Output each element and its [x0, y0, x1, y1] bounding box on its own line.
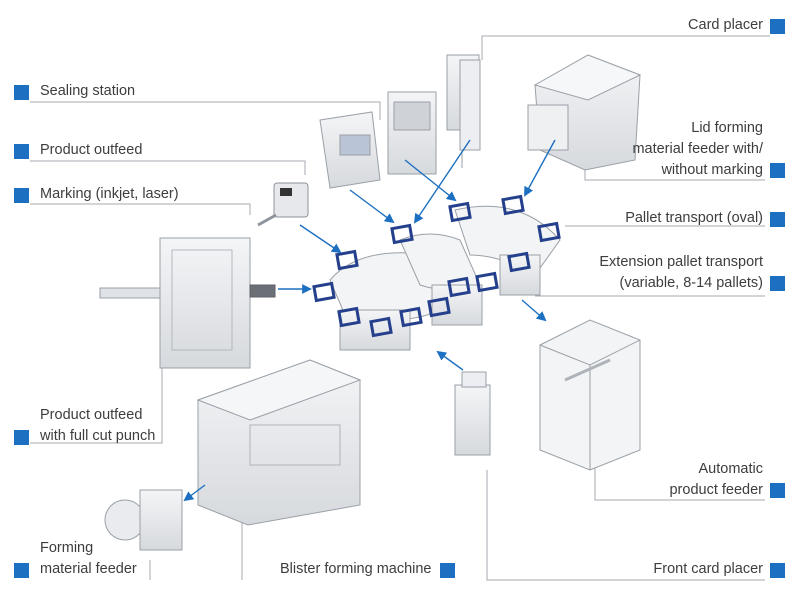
label-sealing-station: Sealing station [40, 83, 136, 99]
label-card-placer: Card placer [688, 17, 763, 33]
marker-front-card-placer [770, 563, 785, 578]
label-lid-forming-2: material feeder with/ [632, 141, 763, 157]
automatic-product-feeder-machine [539, 319, 641, 471]
marker-sealing-station [14, 85, 29, 100]
marker-extension [770, 276, 785, 291]
label-marking: Marking (inkjet, laser) [40, 186, 179, 202]
label-extension-1: Extension pallet transport [599, 254, 763, 270]
label-auto-feeder-1: Automatic [698, 461, 763, 477]
label-outfeed-cut-2: with full cut punch [40, 428, 156, 444]
marker-product-outfeed [14, 144, 29, 159]
label-forming-feeder-1: Forming [40, 540, 94, 556]
label-lid-forming-3: without marking [661, 162, 763, 178]
front-card-placer-machine [454, 371, 491, 456]
label-blister-machine: Blister forming machine [280, 561, 432, 577]
leader-lines [30, 35, 770, 581]
marker-card-placer [770, 19, 785, 34]
label-pallet-oval: Pallet transport (oval) [625, 210, 763, 226]
label-extension-2: (variable, 8-14 pallets) [619, 275, 763, 291]
extension-pallet-transport [399, 233, 483, 326]
forming-material-feeder-machine [104, 489, 183, 551]
marker-forming-feeder [14, 563, 29, 578]
blister-forming-machine [196, 359, 362, 526]
marker-blister-machine [440, 563, 455, 578]
marker-lid-forming [770, 163, 785, 178]
lid-forming-machine [527, 54, 642, 171]
label-product-outfeed: Product outfeed [40, 142, 143, 158]
outfeed-cut-punch-machine [99, 237, 276, 369]
label-lid-forming-1: Lid forming [691, 120, 763, 136]
marker-marking [14, 188, 29, 203]
label-forming-feeder-2: material feeder [40, 561, 137, 577]
marker-outfeed-cut [14, 430, 29, 445]
label-front-card-placer: Front card placer [653, 561, 763, 577]
sealing-station-machine [387, 91, 437, 175]
marking-machine [257, 182, 309, 227]
product-outfeed-machine [319, 111, 381, 189]
pallets [312, 194, 561, 338]
label-auto-feeder-2: product feeder [669, 482, 763, 498]
marker-auto-feeder [770, 483, 785, 498]
marker-pallet-oval [770, 212, 785, 227]
label-outfeed-cut-1: Product outfeed [40, 407, 143, 423]
flow-arrows [183, 139, 556, 502]
card-placer-machine [446, 54, 481, 168]
